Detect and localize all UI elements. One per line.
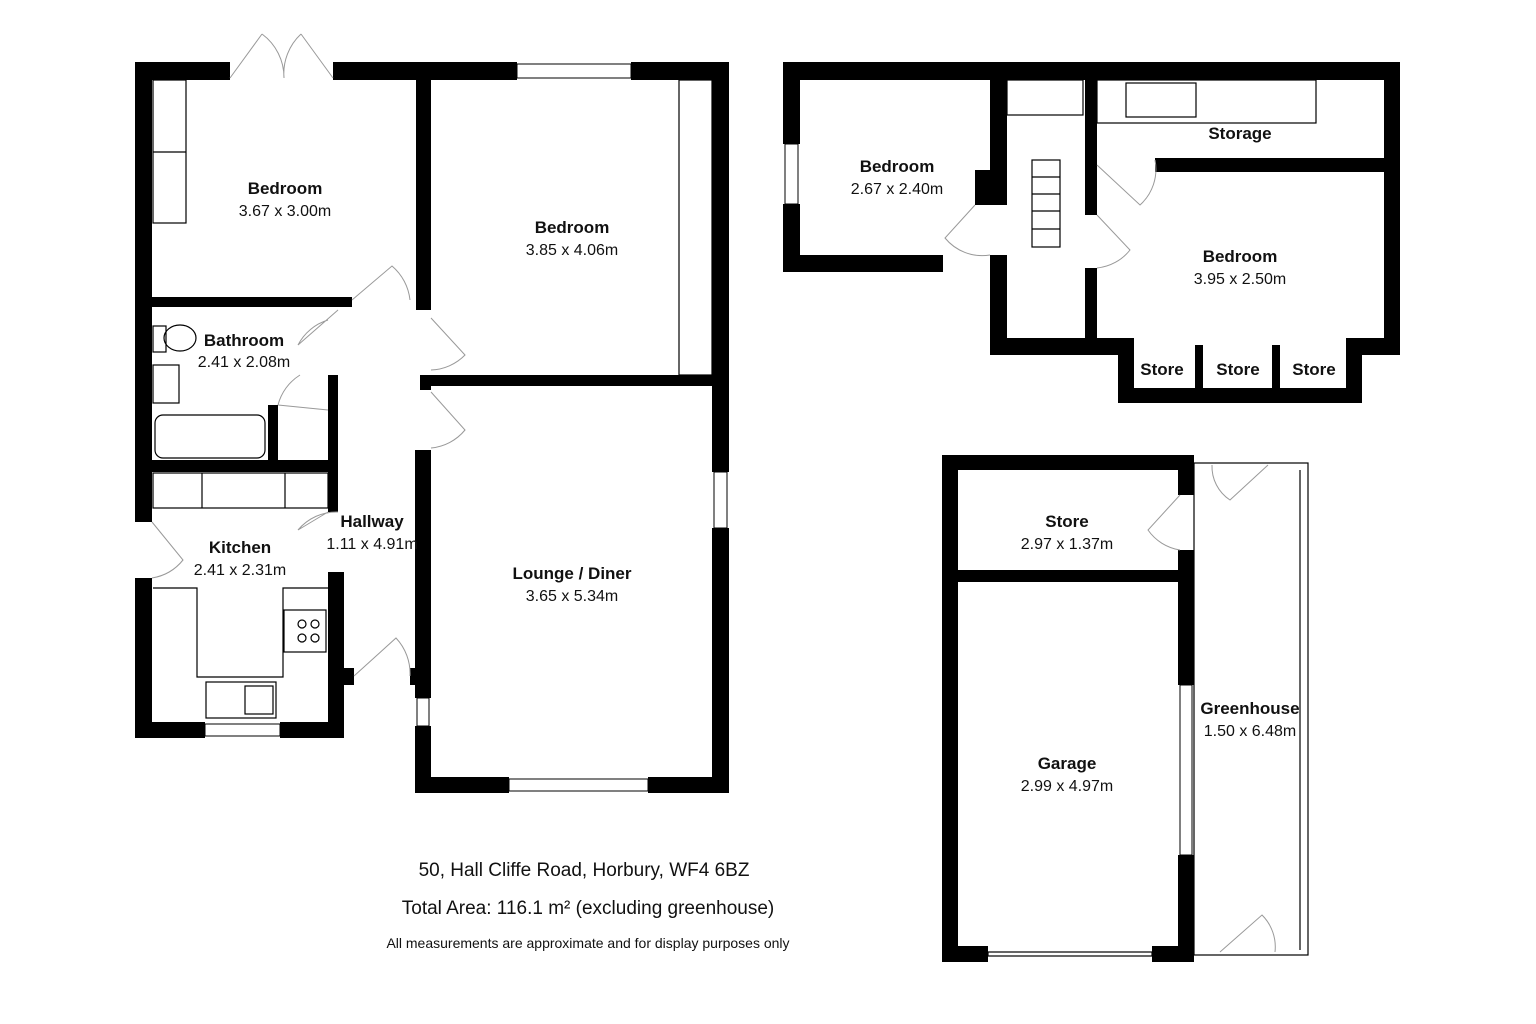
ground-floor-fixtures	[151, 33, 713, 719]
room-name: Store	[1292, 360, 1335, 379]
room-name: Kitchen	[209, 538, 271, 557]
stairs-icon	[1031, 159, 1061, 248]
room-dims: 2.67 x 2.40m	[851, 181, 944, 198]
basin-icon	[152, 364, 180, 404]
room-name: Bedroom	[1203, 247, 1278, 266]
first-floor-fixtures	[944, 79, 1317, 269]
footer: 50, Hall Cliffe Road, Horbury, WF4 6BZ T…	[386, 860, 789, 951]
room-dims: 3.65 x 5.34m	[526, 588, 619, 605]
room-dims: 1.11 x 4.91m	[326, 536, 417, 553]
room-name: Store	[1045, 512, 1088, 531]
room-name: Garage	[1038, 754, 1097, 773]
room-dims: 3.85 x 4.06m	[526, 242, 619, 259]
room-name: Hallway	[340, 512, 404, 531]
bath-icon	[154, 414, 266, 459]
total-area: Total Area: 116.1 m² (excluding greenhou…	[402, 898, 774, 919]
sink-icon	[205, 681, 277, 719]
room-name: Store	[1216, 360, 1259, 379]
room-dims: 3.95 x 2.50m	[1194, 271, 1287, 288]
hob-icon	[283, 609, 327, 653]
room-dims: 2.41 x 2.31m	[194, 562, 287, 579]
room-dims: 2.41 x 2.08m	[198, 354, 291, 371]
room-name: Bathroom	[204, 331, 284, 350]
kitchen-cupboards	[152, 472, 329, 509]
greenhouse-outline	[1193, 462, 1309, 956]
ground-floor-walls	[135, 62, 729, 793]
room-name: Bedroom	[248, 179, 323, 198]
room-name: Bedroom	[860, 157, 935, 176]
room-dims: 3.67 x 3.00m	[239, 203, 332, 220]
address: 50, Hall Cliffe Road, Horbury, WF4 6BZ	[419, 860, 750, 881]
sink-icon	[1125, 82, 1197, 118]
room-name: Storage	[1208, 124, 1271, 143]
room-name: Greenhouse	[1200, 699, 1299, 718]
room-labels: Bedroom 3.67 x 3.00m Bedroom 3.85 x 4.06…	[194, 124, 1336, 795]
garage-walls	[942, 455, 1309, 962]
room-name: Store	[1140, 360, 1183, 379]
room-dims: 1.50 x 6.48m	[1204, 723, 1297, 740]
first-floor-walls	[783, 62, 1400, 403]
room-name: Bedroom	[535, 218, 610, 237]
room-name: Lounge / Diner	[513, 564, 632, 583]
room-dims: 2.99 x 4.97m	[1021, 778, 1114, 795]
room-dims: 2.97 x 1.37m	[1021, 536, 1114, 553]
disclaimer: All measurements are approximate and for…	[386, 935, 789, 951]
toilet-icon	[163, 324, 197, 352]
